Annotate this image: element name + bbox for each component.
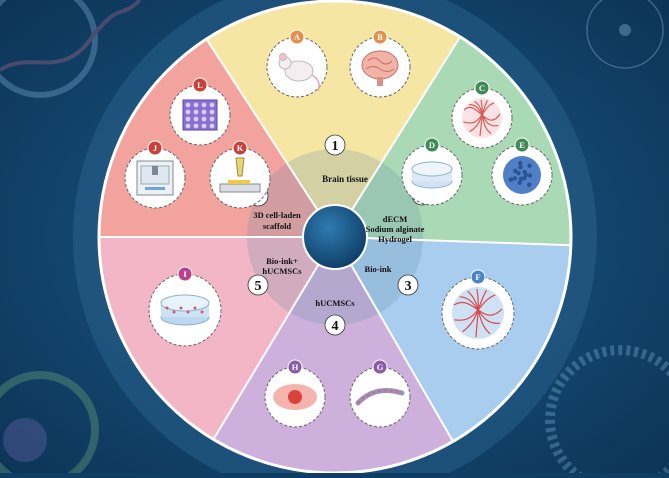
printing-nozzle-icon xyxy=(219,157,261,193)
panel-letter: E xyxy=(519,140,525,150)
illustration-panels: A B C D E F G H I J K L xyxy=(124,29,553,428)
panel-letter: C xyxy=(479,83,485,93)
panel-badge xyxy=(470,269,486,285)
mouse-icon xyxy=(278,53,320,92)
step-5-badge xyxy=(247,274,269,296)
panel-letter: A xyxy=(294,32,301,42)
bioink-network-icon xyxy=(452,287,504,339)
round-cell-icon xyxy=(273,384,317,410)
step-5-label-line-2: hUCMSCs xyxy=(262,266,302,276)
panel-letter: I xyxy=(183,269,187,279)
spindle-cell-icon xyxy=(355,388,405,406)
step-6-label-line-1: 3D cell-laden xyxy=(253,210,301,220)
panel-badge xyxy=(372,29,388,45)
step-3-number: 3 xyxy=(405,279,412,294)
panel-frame xyxy=(349,366,411,428)
panel-badge xyxy=(289,29,305,45)
panel-b: B xyxy=(349,29,411,98)
panel-badge xyxy=(424,137,440,153)
panel-l: L xyxy=(169,77,231,146)
step-1-badge xyxy=(324,134,346,156)
step-2-label-line-1: dECM xyxy=(383,214,408,224)
inner-wedge-step-1 xyxy=(287,149,382,237)
porous-scaffold-icon xyxy=(182,99,218,131)
panel-k: K xyxy=(209,140,271,209)
step-6-label-line-2: scaffold xyxy=(263,221,292,231)
panel-letter: J xyxy=(153,143,158,153)
step-4-label: hUCMSCs xyxy=(315,298,355,308)
panel-i: I xyxy=(148,266,222,347)
panel-badge xyxy=(147,140,163,156)
panel-letter: F xyxy=(475,272,480,282)
step-1-label: Brain tissue xyxy=(322,174,368,184)
panel-badge xyxy=(514,137,530,153)
panel-badge xyxy=(287,359,303,375)
panel-frame xyxy=(209,147,271,209)
panel-d: D xyxy=(401,137,463,206)
panel-badge xyxy=(372,359,388,375)
porous-sphere-icon xyxy=(503,156,541,194)
step-4-badge xyxy=(324,314,346,336)
divider-line xyxy=(334,236,454,442)
step-3-label: Bio-ink xyxy=(365,264,392,274)
panel-letter: L xyxy=(197,80,203,90)
step-4-number: 4 xyxy=(332,319,339,334)
step-2-label-line-2: Sodium alginate xyxy=(366,224,425,234)
panel-badge xyxy=(474,80,490,96)
panel-e: E xyxy=(491,137,553,206)
panel-letter: D xyxy=(429,140,435,150)
divider-line xyxy=(212,236,336,440)
divider-line xyxy=(334,36,461,238)
inner-wedge-step-4 xyxy=(289,237,379,326)
panel-badge xyxy=(177,266,193,282)
panel-g: G xyxy=(349,359,411,428)
panel-letter: G xyxy=(377,362,384,372)
step-5-number: 5 xyxy=(255,279,262,294)
divider-line xyxy=(334,236,571,247)
panel-badge xyxy=(232,140,248,156)
panel-letter: H xyxy=(292,362,299,372)
panel-c: C xyxy=(451,80,513,149)
panel-badge xyxy=(192,77,208,93)
step-3-badge xyxy=(397,274,419,296)
fiber-network-icon xyxy=(462,98,502,138)
panel-f: F xyxy=(441,269,515,350)
center-hub xyxy=(302,204,368,270)
panel-j: J xyxy=(124,140,186,209)
brain-icon xyxy=(361,50,399,86)
step-1-number: 1 xyxy=(332,139,339,154)
panel-h: H xyxy=(264,359,326,428)
step-labels: Brain tissue dECM Sodium alginate Hydrog… xyxy=(253,174,424,308)
panel-a: A xyxy=(266,29,328,98)
panel-letter: K xyxy=(237,143,244,153)
step-5-label-line-1: Bio-ink+ xyxy=(266,256,298,266)
step-2-label-line-3: Hydrogel xyxy=(378,234,412,244)
bioprinter-icon xyxy=(136,160,174,196)
panel-letter: B xyxy=(377,32,383,42)
hydrogel-disc-icon xyxy=(411,161,453,189)
cell-laden-disc-icon xyxy=(160,294,210,326)
divider-line xyxy=(205,38,336,238)
